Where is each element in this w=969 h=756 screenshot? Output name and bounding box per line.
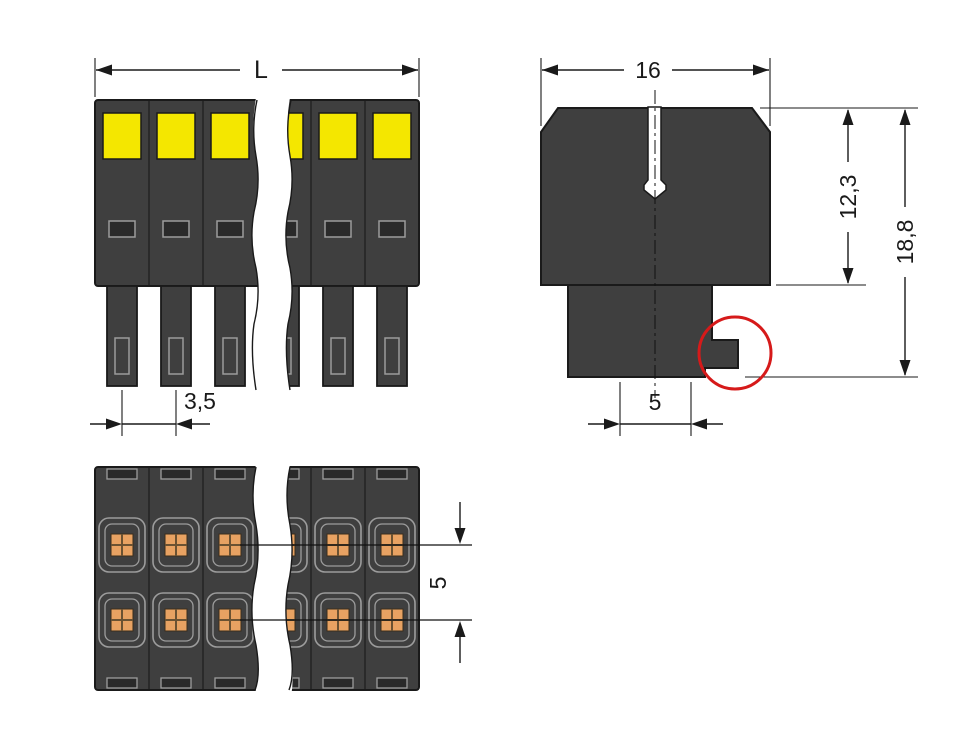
extension-lines [540, 58, 771, 126]
pin-spacing-dimension: 5 [588, 382, 723, 436]
row-spacing-dimension: 5 [240, 502, 472, 663]
pitch-dimension: 3,5 [90, 388, 216, 436]
arrow-right-icon [604, 418, 620, 430]
upper-height-dimension: 12,3 [760, 107, 918, 286]
arrow-right-icon [753, 64, 769, 76]
break-gap [251, 92, 293, 396]
dim-label-length: L [254, 56, 268, 84]
arrow-up-icon [454, 621, 466, 637]
width-dimension: 16 [540, 57, 771, 126]
arrow-down-icon [454, 528, 466, 544]
extension-lines [121, 390, 177, 436]
arrow-left-icon [96, 64, 112, 76]
dim-label-total-height: 18,8 [892, 220, 918, 265]
total-height-dimension: 18,8 [745, 109, 918, 378]
arrow-right-icon [402, 64, 418, 76]
dim-label-upper-height: 12,3 [835, 175, 861, 220]
front-view: L 3,5 [90, 56, 420, 436]
row-center-lines [240, 544, 472, 621]
length-dimension: L [94, 56, 420, 97]
extension-lines [619, 382, 692, 436]
arrow-left-icon [542, 64, 558, 76]
dim-label-width: 16 [635, 57, 661, 83]
break-edge-left [251, 99, 259, 391]
dim-label-row-spacing: 5 [425, 577, 451, 590]
arrow-left-icon [176, 418, 192, 430]
side-view: 16 12,3 18,8 5 [540, 57, 918, 436]
extension-lines [760, 107, 918, 286]
dim-label-pitch: 3,5 [184, 388, 216, 414]
arrow-left-icon [691, 418, 707, 430]
break-edge-left [251, 466, 259, 691]
pole-seams [148, 468, 366, 689]
arrow-up-icon [899, 109, 911, 125]
detail-highlight-circle [697, 315, 773, 391]
arrow-right-icon [106, 418, 122, 430]
break-gap [251, 458, 293, 698]
arrow-down-icon [899, 360, 911, 376]
break-edge-right [285, 466, 293, 691]
arrow-down-icon [842, 268, 854, 284]
pole-seams [148, 101, 366, 285]
bottom-view: 5 [94, 458, 472, 698]
extension-lines [94, 58, 420, 97]
dim-label-pin-spacing: 5 [649, 389, 662, 415]
connector-side-lower-body [567, 284, 739, 378]
arrow-up-icon [842, 109, 854, 125]
break-edge-right [285, 99, 293, 391]
